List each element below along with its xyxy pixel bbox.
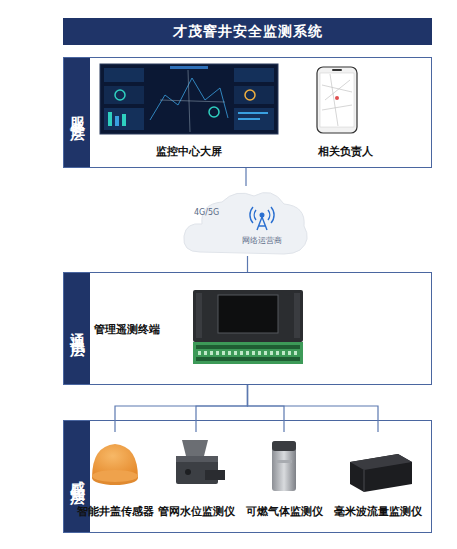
device-node: 可燃气体监测仪 xyxy=(243,432,325,518)
device-node: 管网水位监测仪 xyxy=(156,432,236,518)
connector-line xyxy=(115,385,248,432)
layer-tab: 服务层 xyxy=(64,58,90,167)
device-label: 可燃气体监测仪 xyxy=(243,505,325,518)
phone-icon xyxy=(317,67,357,133)
device-label: 管理遥测终端 xyxy=(94,323,160,336)
antenna-icon xyxy=(250,207,274,230)
gas-detector-icon xyxy=(272,441,296,491)
device-node: 管理遥测终端 xyxy=(94,318,189,338)
device-label: 毫米波流量监测仪 xyxy=(328,505,428,518)
device-label: 监控中心大屏 xyxy=(98,145,280,158)
connector-line xyxy=(248,385,379,432)
device-label: 智能井盖传感器 xyxy=(75,505,155,518)
device-node: 智能井盖传感器 xyxy=(75,432,155,518)
connector-line xyxy=(196,385,248,432)
cloud-outline xyxy=(184,192,307,254)
device-label: 相关负责人 xyxy=(300,145,390,158)
title-band: 才茂窨井安全监测系统 xyxy=(63,18,432,45)
connector-line xyxy=(245,168,246,186)
manhole-sensor-icon xyxy=(92,444,138,485)
layer-panel: 感知层智能井盖传感器管网水位监测仪可燃气体监测仪毫米波流量监测仪 xyxy=(63,420,432,533)
connector-line xyxy=(247,256,248,272)
telemetry-terminal xyxy=(193,290,303,364)
device-node: 监控中心大屏 xyxy=(98,60,280,158)
connector-line xyxy=(248,385,285,432)
network-label: 4G/5G xyxy=(194,208,219,218)
layer-panel: 服务层监控中心大屏 相关负责人 xyxy=(63,57,432,168)
water-level-icon xyxy=(176,440,225,484)
monitor-screen xyxy=(100,64,278,134)
radar-flowmeter-icon xyxy=(350,454,412,492)
layer-tab: 通讯层 xyxy=(64,273,90,384)
device-node: 相关负责人 xyxy=(300,60,390,158)
network-cloud: 4G/5G 网络运营商 xyxy=(180,186,312,256)
network-label: 网络运营商 xyxy=(242,236,282,246)
cloud-shape xyxy=(180,186,312,256)
layer-panel: 通讯层管理遥测终端 xyxy=(63,272,432,385)
device-node: 毫米波流量监测仪 xyxy=(328,432,428,518)
device-label: 管网水位监测仪 xyxy=(156,505,236,518)
